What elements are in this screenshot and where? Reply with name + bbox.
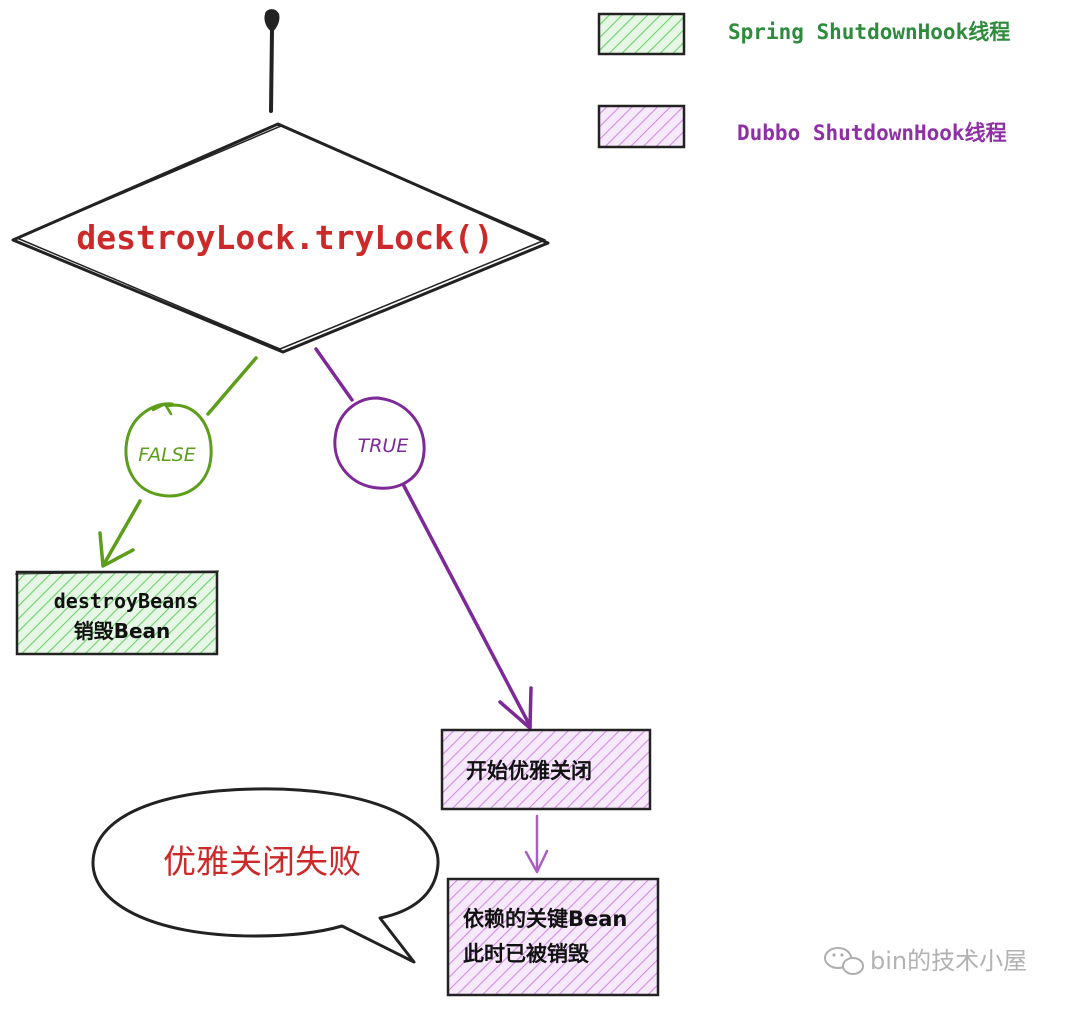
legend-label-dubbo: Dubbo ShutdownHook线程 [737,121,1007,145]
watermark: bin的技术小屋 [824,947,1027,975]
legend-label-spring: Spring ShutdownHook线程 [728,20,1010,44]
false-branch: FALSE [98,356,258,568]
start-shutdown-box: 开始优雅关闭 [440,728,652,811]
decision-label: destroyLock.tryLock() [76,218,493,257]
destroy-beans-line1: destroyBeans [54,589,199,613]
watermark-label: bin的技术小屋 [870,947,1027,975]
dependency-line1: 依赖的关键Bean [463,907,627,931]
wechat-icon [824,947,864,975]
connector-arrow [524,814,549,874]
true-branch: TRUE [314,347,533,730]
false-label: FALSE [138,444,195,466]
destroy-beans-box: destroyBeans 销毁Bean [14,570,220,656]
dependency-line2: 此时已被销毁 [463,942,589,966]
true-label: TRUE [358,435,409,457]
start-node [264,9,280,113]
destroy-beans-line2: 销毁Bean [74,619,171,643]
callout-label: 优雅关闭失败 [163,842,361,881]
legend-item-spring: Spring ShutdownHook线程 [597,12,1010,56]
start-shutdown-label: 开始优雅关闭 [466,759,592,783]
legend: Spring ShutdownHook线程 Dubbo ShutdownHook… [597,12,1010,149]
dependency-box: 依赖的关键Bean 此时已被销毁 [446,877,660,997]
legend-item-dubbo: Dubbo ShutdownHook线程 [597,104,1007,149]
failure-callout: 优雅关闭失败 [91,787,440,964]
decision-diamond: destroyLock.tryLock() [11,122,550,354]
